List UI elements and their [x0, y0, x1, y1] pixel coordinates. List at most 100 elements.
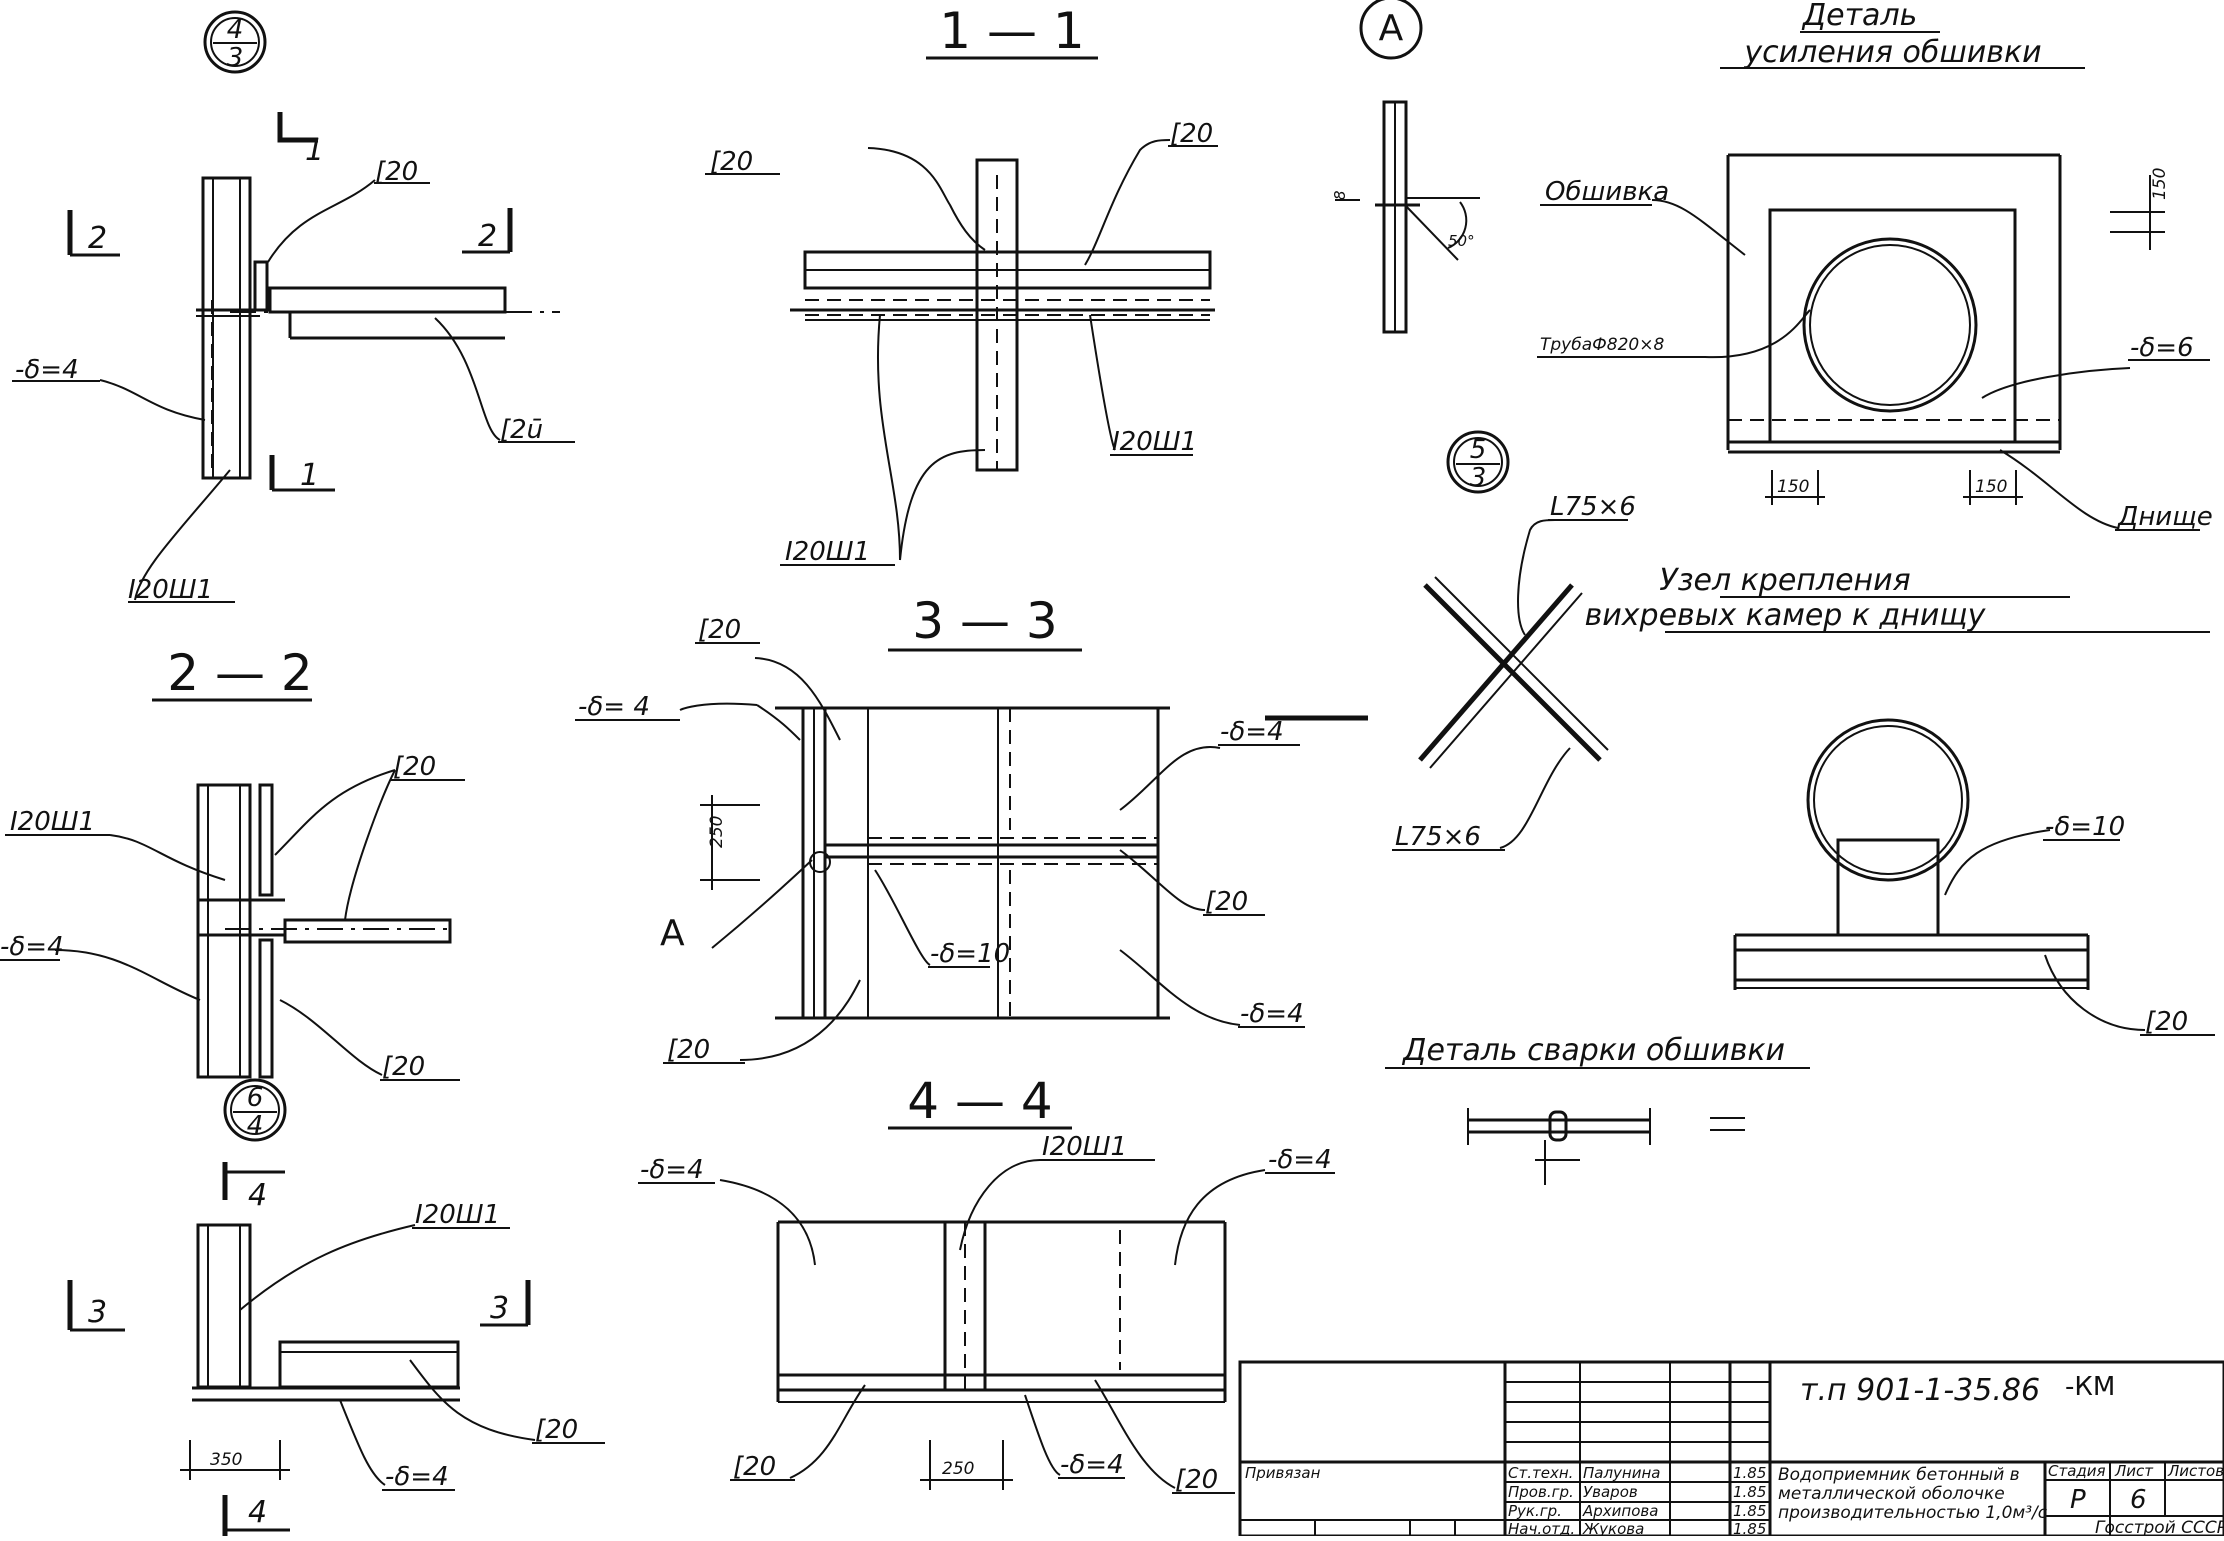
title-detail-line2: усиления обшивки	[1743, 35, 2041, 70]
svg-text:I20Ш1: I20Ш1	[785, 537, 870, 567]
svg-text:-δ=4: -δ=4	[1240, 999, 1304, 1029]
svg-text:-δ=4: -δ=4	[1060, 1450, 1124, 1480]
callout-4-3: 4 3	[203, 10, 267, 74]
callout-6-4: 6 4	[223, 1078, 287, 1142]
svg-text:8: 8	[1331, 190, 1349, 200]
drawing-code: т.п 901-1-35.86	[1800, 1373, 2040, 1408]
svg-text:4: 4	[247, 1111, 264, 1141]
svg-text:4: 4	[227, 15, 244, 45]
detail-top-left: 1 2 2 1 [20 [2ū -δ=4 I20Ш1	[12, 112, 575, 605]
detail-bottom-left: 4 3 3 I20Ш1 [20 -δ=4 350 4	[67, 1162, 605, 1536]
svg-text:[20: [20	[733, 1452, 776, 1482]
svg-text:Рук.гр.: Рук.гр.	[1508, 1502, 1562, 1520]
svg-text:I20Ш1: I20Ш1	[10, 807, 95, 837]
title-detail-line1: Деталь	[1801, 0, 1918, 33]
cut-label-1-top: 1	[305, 133, 324, 168]
svg-text:[20: [20	[1205, 887, 1248, 917]
section-title-4-4: 4 — 4	[907, 1072, 1052, 1130]
cut-label-4-bottom: 4	[248, 1495, 267, 1530]
svg-text:I20Ш1: I20Ш1	[128, 575, 213, 605]
svg-text:6: 6	[247, 1083, 264, 1113]
svg-text:-δ=4: -δ=4	[1268, 1145, 1332, 1175]
svg-text:I20Ш1: I20Ш1	[1042, 1132, 1127, 1162]
section-title-1-1: 1 — 1	[939, 2, 1084, 60]
svg-text:Лист: Лист	[2114, 1462, 2154, 1480]
section-2-2: 2 — 2 [20 I20Ш1 -δ=4 [20	[0, 644, 465, 1082]
cut-label-3-left: 3	[88, 1295, 107, 1330]
weld-detail: Деталь сварки обшивки	[1385, 1033, 1810, 1185]
drawing-suffix: -КМ	[2065, 1372, 2115, 1402]
svg-text:[20: [20	[393, 752, 436, 782]
title-weld: Деталь сварки обшивки	[1401, 1033, 1785, 1068]
svg-text:5: 5	[1470, 435, 1487, 465]
title-node-line2: вихревых камер к днищу	[1585, 598, 1987, 633]
svg-text:[2ū: [2ū	[500, 415, 543, 445]
svg-text:Уваров: Уваров	[1583, 1483, 1638, 1501]
svg-text:-δ=4: -δ=4	[1220, 717, 1284, 747]
svg-text:Обшивка: Обшивка	[1545, 177, 1669, 207]
svg-text:Нач.отд.: Нач.отд.	[1508, 1520, 1575, 1536]
title-block: т.п 901-1-35.86 -КМ Привязан Ст.техн. Пр…	[1238, 1360, 2224, 1538]
section-title-2-2: 2 — 2	[167, 644, 312, 702]
svg-text:I20Ш1: I20Ш1	[1112, 427, 1197, 457]
stage-value: Р	[2070, 1485, 2086, 1515]
svg-text:-δ=10: -δ=10	[930, 939, 1010, 969]
svg-text:Листов: Листов	[2167, 1462, 2224, 1480]
cut-label-1-bottom: 1	[300, 458, 319, 493]
svg-text:150: 150	[1777, 477, 1809, 497]
desc-line3: производительностью 1,0м³/с	[1778, 1503, 2048, 1523]
desc-line1: Водоприемник бетонный в	[1778, 1465, 2020, 1485]
svg-text:-δ=4: -δ=4	[385, 1462, 449, 1492]
sheet-value: 6	[2130, 1485, 2147, 1515]
svg-text:[20: [20	[382, 1052, 425, 1082]
svg-text:-δ=10: -δ=10	[2045, 812, 2125, 842]
cut-label-2-left: 2	[88, 221, 107, 256]
svg-text:L75×6: L75×6	[1395, 822, 1481, 852]
svg-text:[20: [20	[1175, 1465, 1218, 1495]
angle-cross: L75×6 L75×6	[1392, 492, 1636, 852]
section-4-4: 4 — 4 -δ=4 I20Ш1 -δ=4 [20 [20 -δ=4 250	[638, 1072, 1335, 1495]
svg-text:3: 3	[227, 43, 244, 73]
svg-text:Пров.гр.: Пров.гр.	[1508, 1483, 1574, 1501]
section-3-3: 3 — 3 250 -δ= 4 [20 -δ=4 [20 -δ=10 -δ=4 …	[575, 592, 1368, 1065]
svg-text:[20: [20	[698, 615, 741, 645]
svg-text:250: 250	[942, 1459, 974, 1479]
svg-text:L75×6: L75×6	[1550, 492, 1636, 522]
svg-text:-δ= 4: -δ= 4	[578, 692, 650, 722]
section-title-3-3: 3 — 3	[912, 592, 1057, 650]
org-name: Госстрой СССР	[2095, 1518, 2224, 1536]
detail-a: A 50° 8	[1331, 0, 1480, 334]
cut-label-3-right: 3	[490, 1291, 509, 1326]
svg-text:I20Ш1: I20Ш1	[415, 1200, 500, 1230]
callout-a: A	[1379, 8, 1404, 49]
svg-text:1.85: 1.85	[1733, 1483, 1766, 1501]
svg-text:[20: [20	[535, 1415, 578, 1445]
tied-label: Привязан	[1245, 1464, 1321, 1482]
desc-line2: металлической оболочке	[1778, 1484, 2005, 1504]
svg-text:Архипова: Архипова	[1582, 1502, 1658, 1520]
svg-text:Ст.техн.: Ст.техн.	[1508, 1464, 1573, 1482]
svg-text:[20: [20	[710, 147, 753, 177]
svg-text:250: 250	[707, 816, 727, 848]
svg-text:Палунина: Палунина	[1583, 1464, 1661, 1482]
point-a-label: A	[660, 913, 685, 954]
svg-text:3: 3	[1470, 463, 1487, 493]
svg-text:150: 150	[2150, 168, 2170, 200]
svg-text:350: 350	[210, 1450, 242, 1470]
svg-text:[20: [20	[667, 1035, 710, 1065]
svg-text:-δ=6: -δ=6	[2130, 333, 2194, 363]
node-vortex: Узел крепления вихревых камер к днищу -δ…	[1585, 563, 2215, 1037]
detail-reinforcement: Деталь усиления обшивки Обшивка ТрубаФ82…	[1537, 0, 2213, 532]
cut-label-4-top: 4	[248, 1178, 267, 1213]
svg-text:Стадия: Стадия	[2048, 1462, 2106, 1480]
svg-text:Днище: Днище	[2117, 502, 2213, 532]
svg-text:1.85: 1.85	[1733, 1520, 1766, 1536]
svg-text:150: 150	[1975, 477, 2007, 497]
cut-label-2-right: 2	[478, 219, 497, 254]
svg-text:-δ=4: -δ=4	[0, 932, 64, 962]
section-1-1: 1 — 1 [20 [20 I20Ш1 I20Ш1	[705, 2, 1218, 567]
title-node-line1: Узел крепления	[1659, 563, 1910, 598]
svg-text:1.85: 1.85	[1733, 1464, 1766, 1482]
